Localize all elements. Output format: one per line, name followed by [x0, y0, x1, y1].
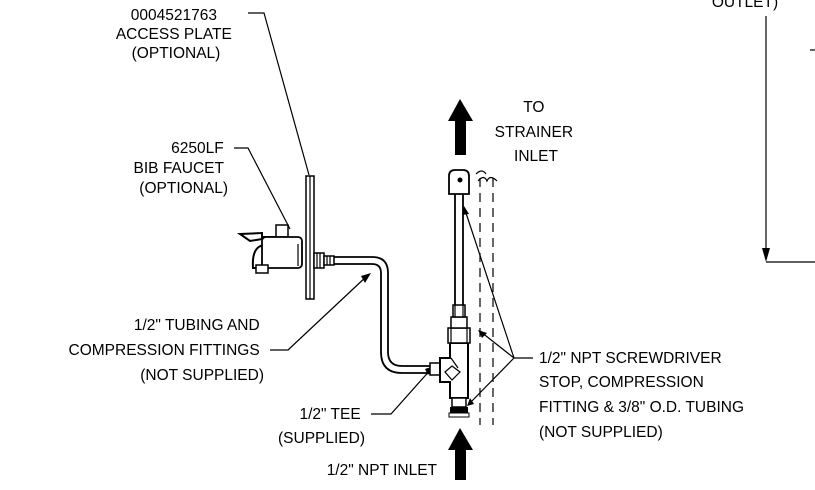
leader-arrowhead [361, 273, 371, 283]
flow-arrow-up-top [448, 99, 473, 155]
strainer-outline-dashed [475, 170, 498, 425]
tubing-half-inch [334, 256, 430, 367]
leader-tee [371, 367, 433, 415]
compression-fittings-upper [447, 304, 471, 344]
flow-arrow-up-bottom [448, 428, 473, 480]
label-tee: 1/2" TEE (SUPPLIED) [278, 406, 365, 447]
label-npt-inlet: 1/2" NPT INLET [327, 462, 438, 479]
label-top-right: OUTLET) [712, 0, 778, 11]
dimension-line-right [762, 16, 815, 263]
label-access-plate: 0004521763 ACCESS PLATE (OPTIONAL) [116, 7, 236, 62]
leader-bib-faucet [234, 147, 291, 230]
compression-fitting-plate [313, 252, 335, 269]
leader-tubing [270, 274, 369, 351]
leader-arrowhead [467, 398, 474, 406]
tee-fitting [429, 342, 469, 399]
leader-access-plate [248, 12, 310, 176]
label-screwdriver-stop: 1/2" NPT SCREWDRIVER STOP, COMPRESSION F… [539, 350, 748, 441]
bib-faucet [237, 224, 303, 274]
compression-fittings-lower [448, 397, 470, 418]
leader-arrowhead [478, 330, 487, 338]
label-bib-faucet: 6250LF BIB FAUCET (OPTIONAL) [134, 140, 228, 197]
leader-screwdriver-stop [464, 209, 533, 405]
label-tubing: 1/2" TUBING AND COMPRESSION FITTINGS (NO… [69, 317, 265, 384]
tubing-three-eighths [454, 194, 464, 305]
label-to-strainer-inlet: TO STRAINER INLET [495, 99, 578, 165]
